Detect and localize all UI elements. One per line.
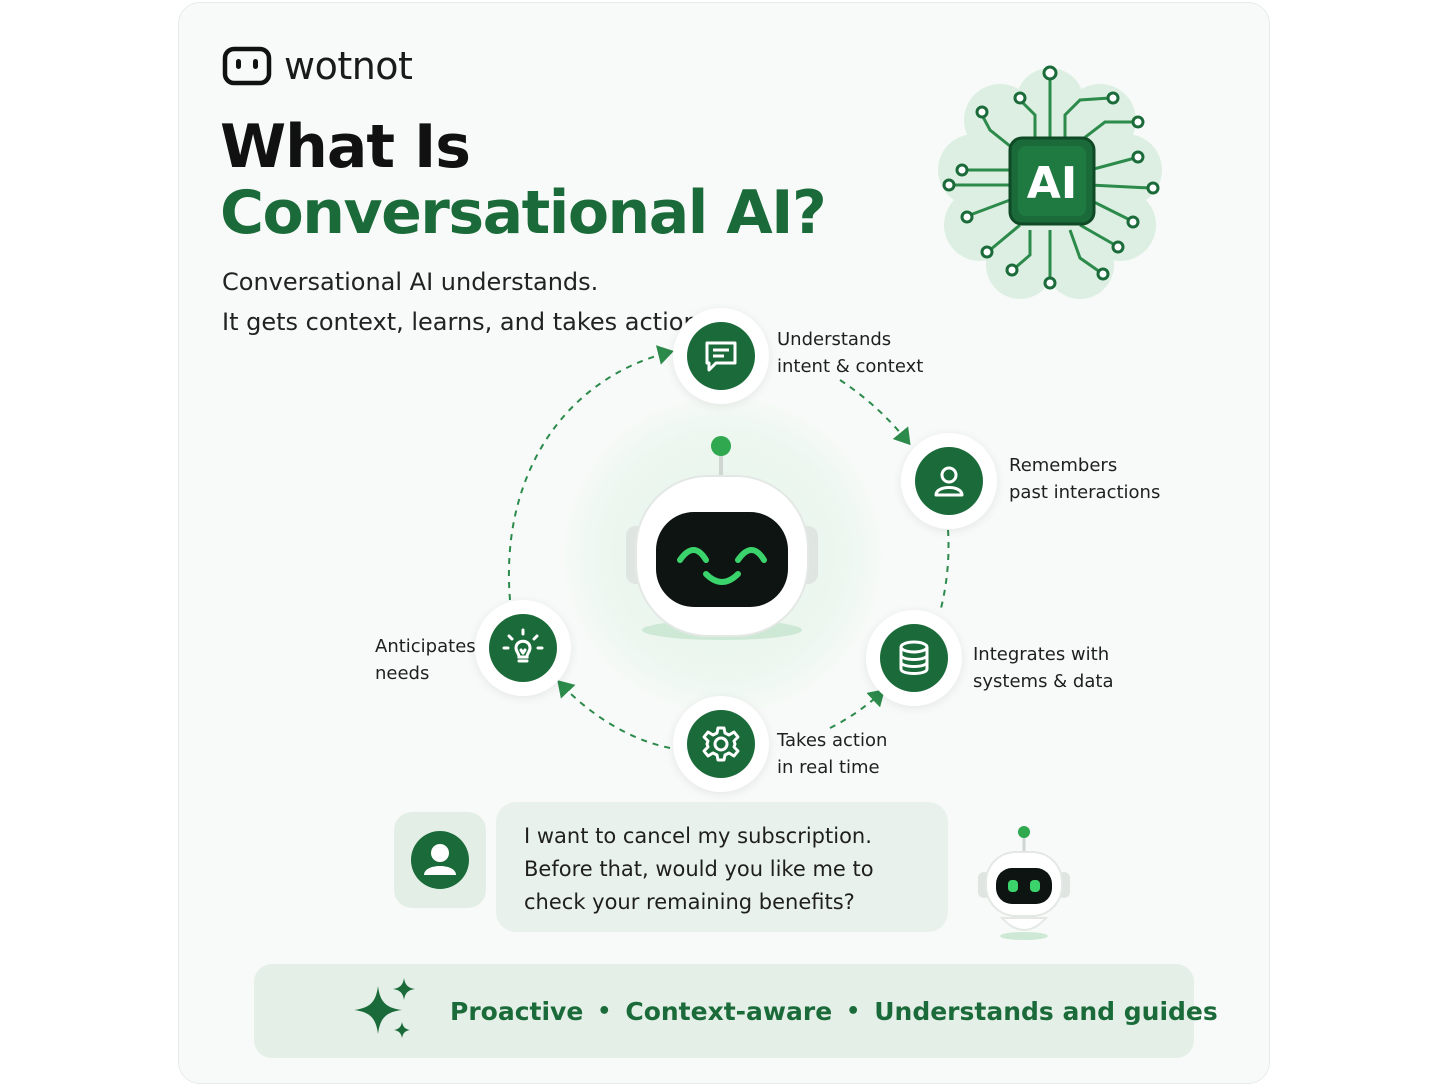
capability-node-anticipates — [475, 600, 571, 696]
robot-face-icon — [222, 46, 272, 86]
user-avatar — [394, 812, 486, 908]
subtitle-line1: Conversational AI understands. — [222, 268, 599, 296]
brand-name: wotnot — [284, 44, 413, 88]
ai-chip-label: AI — [1027, 158, 1077, 209]
bot-avatar — [978, 826, 1070, 940]
capability-node-takes-action — [673, 696, 769, 792]
trait-separator: • — [846, 998, 861, 1024]
trait-context-aware: Context-aware — [625, 996, 833, 1026]
chat-line-2: Before that, would you like me to — [524, 857, 874, 881]
key-traits-banner: Proactive • Context-aware • Understands … — [254, 964, 1218, 1058]
capability-node-remembers — [901, 433, 997, 529]
page-title-line1: What Is — [220, 112, 471, 182]
sparkle-icon — [354, 978, 415, 1038]
chat-message-bubble: I want to cancel my subscription. Before… — [496, 802, 948, 932]
lightbulb-icon — [502, 628, 544, 663]
robot-halo — [564, 396, 882, 714]
brand-logo[interactable]: wotnot — [222, 44, 413, 88]
trait-separator: • — [597, 998, 612, 1024]
chat-bubble-icon — [705, 341, 737, 372]
trait-tags: Proactive • Context-aware • Understands … — [450, 964, 1218, 1058]
page-title-line2: Conversational AI? — [220, 178, 827, 248]
chat-line-3: check your remaining benefits? — [524, 890, 855, 914]
gear-icon — [702, 726, 740, 762]
subtitle: Conversational AI understands. It gets c… — [222, 262, 706, 342]
user-icon — [934, 466, 964, 497]
trait-proactive: Proactive — [450, 996, 584, 1026]
subtitle-line2: It gets context, learns, and takes actio… — [222, 308, 707, 336]
capability-node-integrates — [866, 610, 962, 706]
chat-line-1: I want to cancel my subscription. — [524, 824, 872, 848]
database-icon — [899, 640, 929, 675]
trait-understands-guides: Understands and guides — [874, 996, 1218, 1026]
capability-node-understands — [673, 308, 769, 404]
brain-circuit-icon: AI — [938, 65, 1162, 299]
user-icon — [411, 831, 469, 889]
